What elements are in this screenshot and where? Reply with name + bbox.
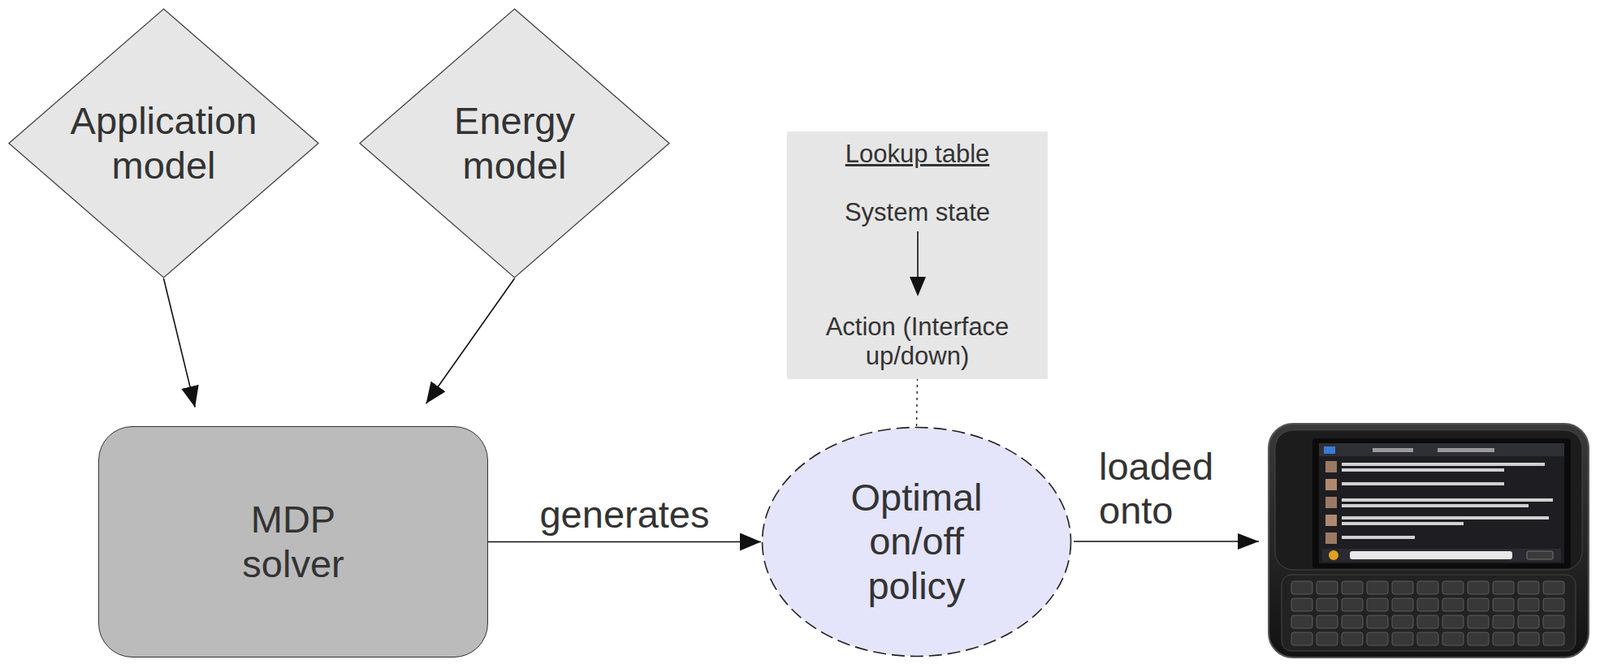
status-bar: [1318, 443, 1565, 457]
key: [1492, 615, 1514, 629]
input-bar: [1322, 549, 1562, 563]
key: [1341, 632, 1363, 646]
input-diamond: Energy model: [358, 8, 671, 279]
key: [1366, 581, 1389, 595]
chat-line: [1341, 482, 1505, 486]
diamond-shape: [8, 8, 319, 278]
avatar: [1325, 497, 1337, 509]
key: [1442, 632, 1464, 646]
status-line: [1372, 448, 1414, 453]
process-box: MDP solver: [98, 426, 489, 658]
key: [1417, 598, 1439, 612]
key: [1492, 581, 1514, 595]
key: [1366, 598, 1389, 612]
avatar: [1325, 532, 1337, 545]
key: [1366, 632, 1389, 646]
node-text: MDP solver: [228, 497, 359, 586]
keyboard: [1281, 575, 1576, 652]
table-text: Action (Interface up/down): [796, 312, 1038, 371]
key: [1442, 581, 1464, 595]
phone-illustration: [1268, 423, 1589, 658]
key: [1543, 581, 1565, 595]
key: [1492, 632, 1514, 646]
table-heading: Lookup table: [845, 139, 991, 169]
key: [1442, 615, 1464, 629]
key: [1291, 581, 1313, 595]
diamond-shape: [359, 8, 670, 278]
node-text: Optimal on/off policy: [835, 475, 999, 608]
key: [1467, 632, 1489, 646]
arrow-label: loaded onto: [1098, 445, 1221, 533]
key: [1417, 581, 1439, 595]
key: [1517, 632, 1540, 646]
key: [1341, 598, 1363, 612]
key: [1467, 581, 1489, 595]
key: [1417, 615, 1439, 629]
node-text: Energy model: [415, 99, 615, 187]
key: [1417, 632, 1439, 646]
chat-line: [1341, 504, 1529, 508]
key: [1543, 632, 1565, 646]
avatar: [1325, 461, 1337, 473]
status-line: [1437, 448, 1495, 453]
input-diamond: Application model: [8, 8, 320, 279]
connector: [488, 541, 762, 544]
arrow-head: [909, 276, 926, 297]
state-action-arrow: [908, 231, 928, 297]
key: [1392, 581, 1414, 595]
phone-screen: [1312, 438, 1571, 569]
chat-line: [1341, 468, 1505, 472]
avatar: [1325, 514, 1337, 527]
avatar: [1325, 479, 1337, 491]
key: [1442, 598, 1464, 612]
chat-rows: [1322, 461, 1562, 563]
chat-line: [1341, 498, 1553, 502]
connector: [164, 278, 196, 408]
key: [1316, 615, 1338, 629]
key: [1366, 615, 1389, 629]
connector: [916, 379, 918, 427]
policy-ellipse: Optimal on/off policy: [761, 426, 1073, 658]
key: [1492, 598, 1514, 612]
keyboard-keys: [1291, 581, 1565, 646]
phone-display: [1318, 443, 1565, 564]
phone-body: [1268, 423, 1589, 658]
key: [1543, 615, 1565, 629]
node-text: Application model: [64, 99, 264, 187]
table-text: System state: [844, 198, 991, 228]
key: [1291, 615, 1313, 629]
chat-line: [1341, 462, 1545, 467]
key: [1316, 632, 1338, 646]
key: [1517, 615, 1540, 629]
key: [1392, 632, 1414, 646]
key: [1316, 581, 1338, 595]
status-icon: [1323, 446, 1336, 455]
lookup-table-box: Lookup tableSystem stateAction (Interfac…: [787, 131, 1048, 380]
send-key: [1526, 551, 1553, 560]
load-arrow: [1073, 540, 1259, 543]
arrow-shaft: [916, 231, 919, 281]
ellipse-shape: [762, 428, 1072, 658]
key: [1467, 615, 1489, 629]
key: [1517, 581, 1540, 595]
chat-line: [1341, 516, 1549, 520]
key: [1392, 598, 1414, 612]
key: [1291, 632, 1313, 646]
key: [1341, 615, 1363, 629]
phone-bezel: [1275, 430, 1583, 571]
key: [1392, 615, 1414, 629]
connector: [426, 278, 515, 404]
chat-line: [1341, 522, 1464, 526]
key: [1291, 598, 1313, 612]
input-field: [1349, 551, 1513, 560]
key: [1316, 598, 1338, 612]
key: [1341, 581, 1363, 595]
chat-line: [1341, 536, 1415, 540]
smiley: [1328, 550, 1339, 561]
key: [1467, 598, 1489, 612]
key: [1517, 598, 1540, 612]
key: [1543, 598, 1565, 612]
edge-label: generates: [539, 492, 710, 537]
